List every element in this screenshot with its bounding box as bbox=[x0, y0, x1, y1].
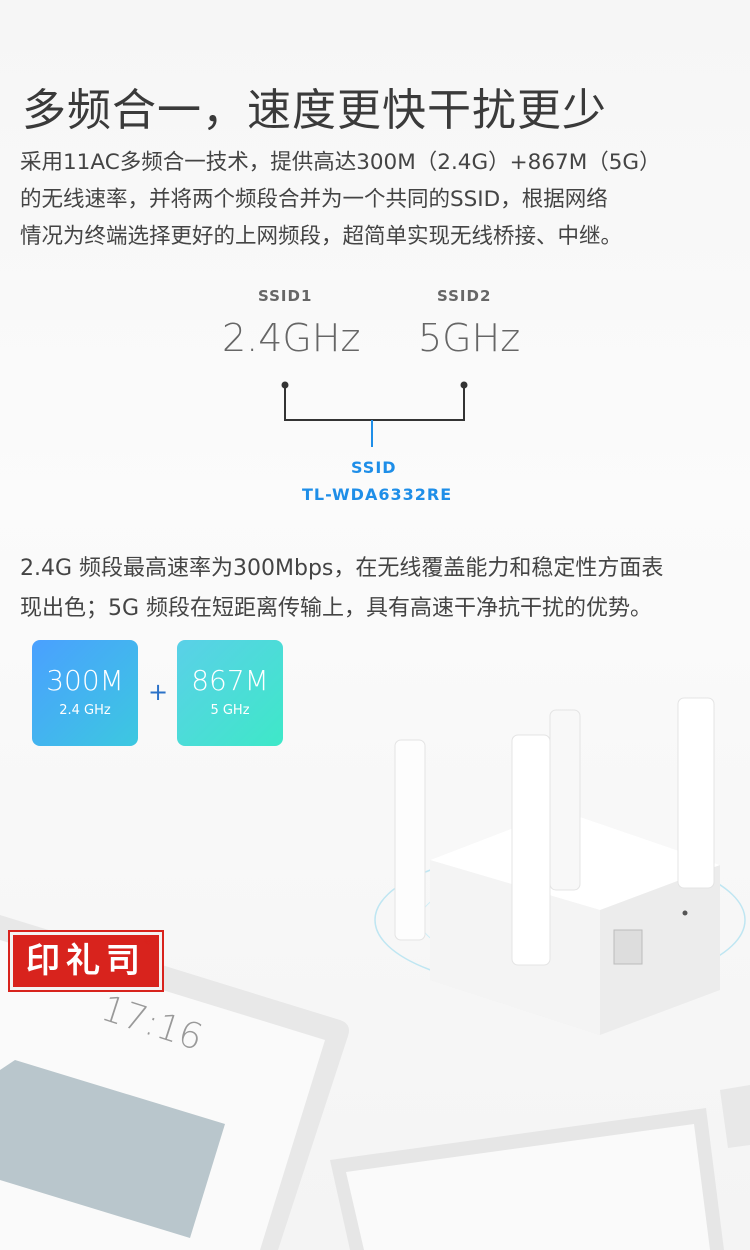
product-illustration bbox=[0, 697, 750, 1250]
phone-edge bbox=[720, 1085, 750, 1148]
card-band: 5 GHz bbox=[210, 703, 250, 718]
tablet-left-photo bbox=[0, 1060, 225, 1238]
antenna bbox=[549, 709, 581, 891]
intro-paragraph: 采用11AC多频合一技术，提供高达300M（2.4G）+867M（5G） 的无线… bbox=[20, 144, 661, 255]
page-title: 多频合一，速度更快干扰更少 bbox=[22, 85, 607, 136]
ssid2-label: SSID2 bbox=[437, 287, 492, 305]
intro-line: 的无线速率，并将两个频段合并为一个共同的SSID，根据网络 bbox=[20, 187, 608, 212]
antenna bbox=[677, 697, 715, 889]
antenna bbox=[511, 734, 551, 966]
card-band: 2.4 GHz bbox=[59, 703, 111, 718]
ethernet-port bbox=[613, 929, 643, 965]
plus-sign: + bbox=[148, 678, 169, 706]
band-paragraph: 2.4G 频段最高速率为300Mbps，在无线覆盖能力和稳定性方面表 现出色；5… bbox=[20, 549, 663, 629]
ssid2-band: 5GHz bbox=[418, 316, 521, 360]
band-line: 现出色；5G 频段在短距离传输上，具有高速干净抗干扰的优势。 bbox=[20, 596, 653, 621]
card-speed: 300M bbox=[46, 664, 124, 697]
merged-ssid-name: TL-WDA6332RE bbox=[302, 485, 453, 504]
speed-card-5g: 867M 5 GHz bbox=[177, 640, 283, 746]
intro-line: 情况为终端选择更好的上网频段，超简单实现无线桥接、中继。 bbox=[20, 224, 623, 249]
intro-line: 采用11AC多频合一技术，提供高达300M（2.4G）+867M（5G） bbox=[20, 150, 661, 175]
registered-mark: ® bbox=[143, 934, 154, 947]
reset-button bbox=[682, 910, 688, 916]
speed-card-2g: 300M 2.4 GHz bbox=[32, 640, 138, 746]
merged-ssid-label: SSID bbox=[351, 458, 397, 477]
bracket-line bbox=[284, 385, 465, 421]
merge-bracket bbox=[281, 381, 468, 447]
tablet-right-screen bbox=[346, 1124, 710, 1250]
card-speed: 867M bbox=[191, 664, 269, 697]
antenna bbox=[394, 739, 426, 941]
ssid1-band: 2.4GHz bbox=[222, 316, 361, 360]
band-line: 2.4G 频段最高速率为300Mbps，在无线覆盖能力和稳定性方面表 bbox=[20, 556, 664, 581]
ssid1-label: SSID1 bbox=[258, 287, 313, 305]
brand-logo: 印礼司 bbox=[8, 930, 164, 992]
